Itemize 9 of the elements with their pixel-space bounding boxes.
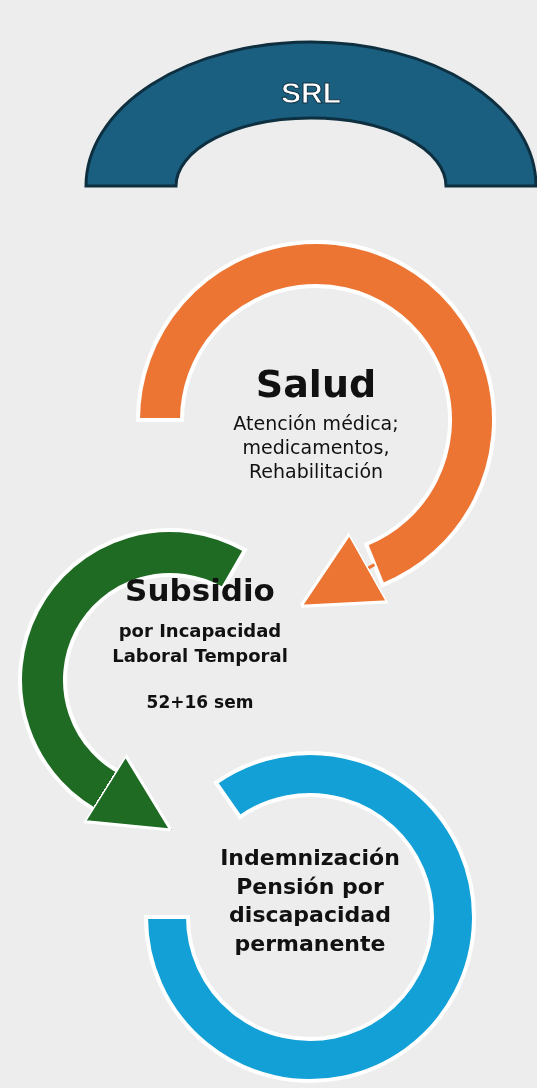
body-text: por Incapacidad Laboral Temporal xyxy=(111,619,289,669)
heading: SRL xyxy=(280,76,342,109)
body-text: 52+16 sem xyxy=(145,692,255,713)
heading: Salud xyxy=(254,362,378,408)
heading: Indemnización Pensión por discapacidad permanente xyxy=(219,844,401,958)
heading: Subsidio xyxy=(124,572,276,610)
arrow xyxy=(299,532,390,608)
body-text: Atención médica; medicamentos, Rehabilitación xyxy=(232,412,400,484)
arrow xyxy=(82,753,173,832)
